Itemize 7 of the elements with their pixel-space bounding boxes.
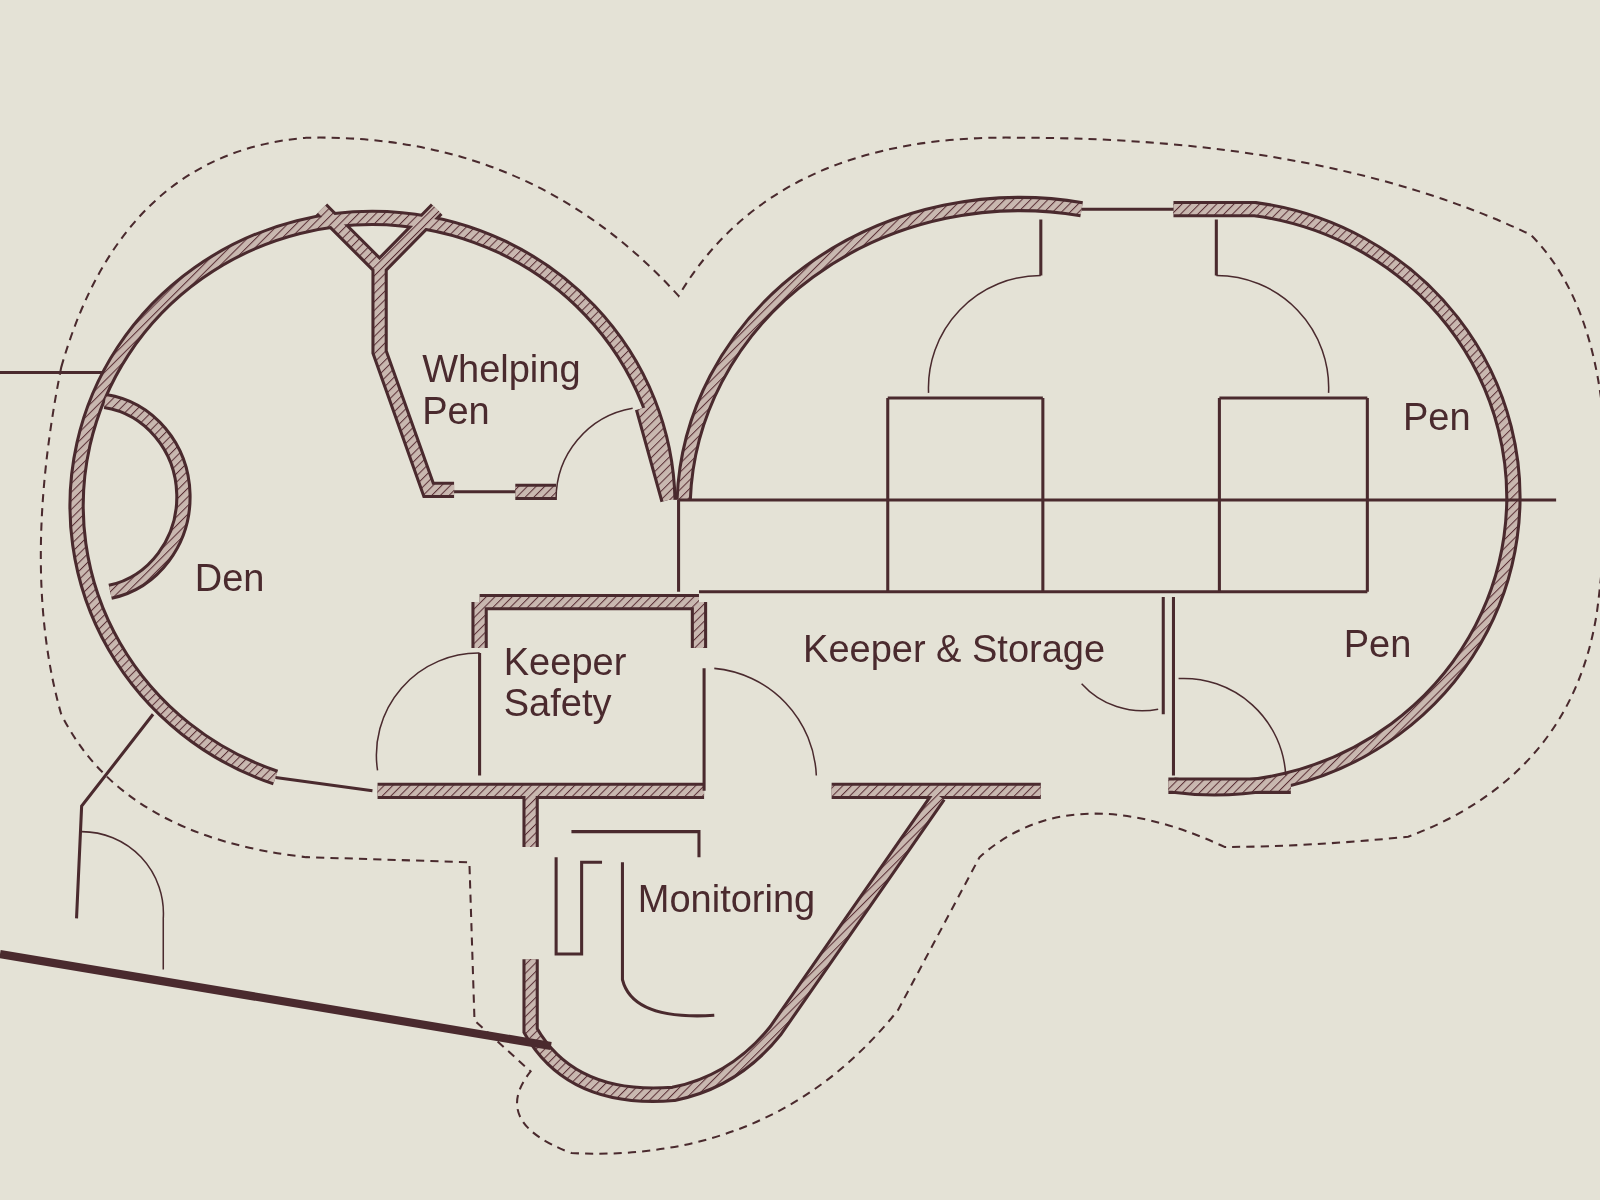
room-label: Pen (1343, 624, 1412, 666)
room-label: Keeper & Storage (803, 629, 1106, 671)
room-label: Whelping Pen (422, 349, 582, 433)
room-label: Keeper Safety (503, 641, 628, 726)
room-label: Pen (1402, 397, 1471, 440)
room-label: Den (194, 557, 265, 600)
room-label: Monitoring (637, 879, 816, 921)
